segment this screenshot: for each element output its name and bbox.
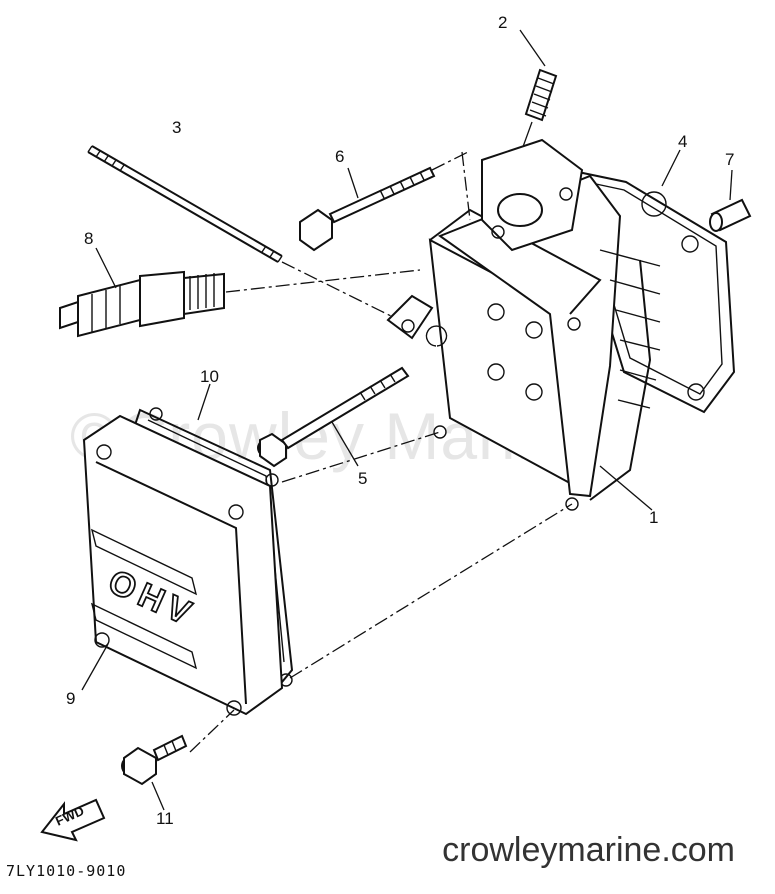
bolt-11-alignment-line: [189, 709, 235, 753]
site-url: crowleymarine.com: [442, 831, 735, 869]
callout-2: 2: [498, 13, 507, 32]
drawing-number: 7LY1010-9010: [6, 862, 127, 880]
leader-8: [95, 247, 117, 289]
fwd-arrow-icon: FWD: [40, 798, 106, 842]
cover-alignment-line-1: [281, 431, 441, 483]
part-7-dowel-pin[interactable]: [709, 198, 752, 232]
leader-9: [81, 643, 109, 691]
leader-4: [661, 149, 681, 187]
part-1-cylinder-head[interactable]: [386, 138, 661, 511]
part-8-spark-plug[interactable]: [59, 270, 225, 338]
callout-7: 7: [725, 150, 734, 169]
callout-11: 11: [156, 809, 174, 828]
part-8-alignment-line: [225, 269, 421, 293]
leader-10: [197, 383, 211, 421]
part-11-bolt[interactable]: [121, 734, 188, 786]
part-5-bolt[interactable]: [257, 366, 410, 468]
part-9-rocker-cover[interactable]: OHV: [82, 414, 284, 716]
callout-3: 3: [172, 118, 181, 137]
leader-7: [729, 169, 733, 201]
part-3-alignment-line: [281, 261, 396, 319]
leader-11: [151, 781, 165, 811]
leader-2: [519, 29, 546, 67]
cover-alignment-line-2: [289, 503, 573, 679]
leader-1: [599, 465, 653, 511]
callout-4: 4: [678, 132, 687, 151]
callout-5: 5: [358, 469, 367, 488]
part-6-alignment-line-2: [461, 151, 471, 221]
part-6-bolt[interactable]: [299, 166, 436, 252]
callout-10: 10: [200, 367, 219, 386]
part-3-long-stud[interactable]: [87, 145, 283, 263]
leader-6: [347, 167, 359, 199]
part-2-stud[interactable]: [524, 68, 558, 122]
callout-9: 9: [66, 689, 75, 708]
callout-6: 6: [335, 147, 344, 166]
callout-8: 8: [84, 229, 93, 248]
callout-1: 1: [649, 508, 658, 527]
